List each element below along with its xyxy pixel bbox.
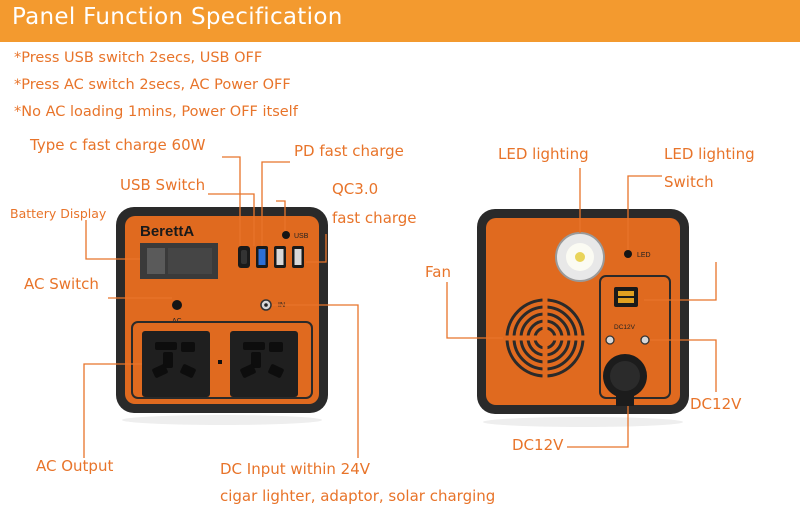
label-ac-output: AC Output bbox=[36, 457, 114, 475]
svg-text:LED: LED bbox=[637, 252, 651, 259]
label-dc-input: DC Input within 24V bbox=[220, 460, 371, 478]
dc-port-1 bbox=[605, 335, 615, 345]
svg-text:USB: USB bbox=[294, 233, 309, 240]
label-qc-line2: fast charge bbox=[332, 209, 417, 227]
label-pd: PD fast charge bbox=[294, 142, 404, 160]
label-usb-switch: USB Switch bbox=[120, 176, 206, 194]
note-ac-off: *Press AC switch 2secs, AC Power OFF bbox=[14, 77, 291, 93]
title-banner: Panel Function Specification bbox=[0, 0, 800, 42]
label-led-switch-line2: Switch bbox=[664, 173, 714, 191]
ac-outlet-2 bbox=[230, 331, 298, 397]
label-led-lighting: LED lighting bbox=[498, 145, 589, 163]
label-fan: Fan bbox=[425, 263, 451, 281]
note-auto-off: *No AC loading 1mins, Power OFF itself bbox=[14, 104, 298, 120]
page-title: Panel Function Specification bbox=[12, 4, 343, 30]
svg-text:DC12V: DC12V bbox=[614, 324, 636, 331]
xt60-port bbox=[614, 287, 638, 307]
label-battery-display: Battery Display bbox=[10, 206, 107, 221]
led-switch-button bbox=[624, 250, 632, 258]
back-panel-unit: LED DC12V bbox=[477, 209, 689, 427]
brand-logo: BerettA bbox=[140, 223, 194, 240]
usb-switch-button bbox=[282, 231, 290, 239]
dc-port-2 bbox=[640, 335, 650, 345]
label-dc12v-right: DC12V bbox=[690, 395, 742, 413]
label-ac-switch: AC Switch bbox=[24, 275, 99, 293]
label-type-c: Type c fast charge 60W bbox=[30, 136, 206, 154]
label-dc-input-sub: cigar lighter, adaptor, solar charging bbox=[220, 487, 496, 505]
ac-switch-button bbox=[172, 300, 182, 310]
label-dc12v-bottom: DC12V bbox=[512, 436, 564, 454]
note-usb-off: *Press USB switch 2secs, USB OFF bbox=[14, 50, 263, 66]
ac-outlet-1 bbox=[142, 331, 210, 397]
label-led-switch-line1: LED lighting bbox=[664, 145, 755, 163]
front-panel-unit: BerettA USB AC IN bbox=[116, 207, 328, 425]
label-qc-line1: QC3.0 bbox=[332, 180, 379, 198]
